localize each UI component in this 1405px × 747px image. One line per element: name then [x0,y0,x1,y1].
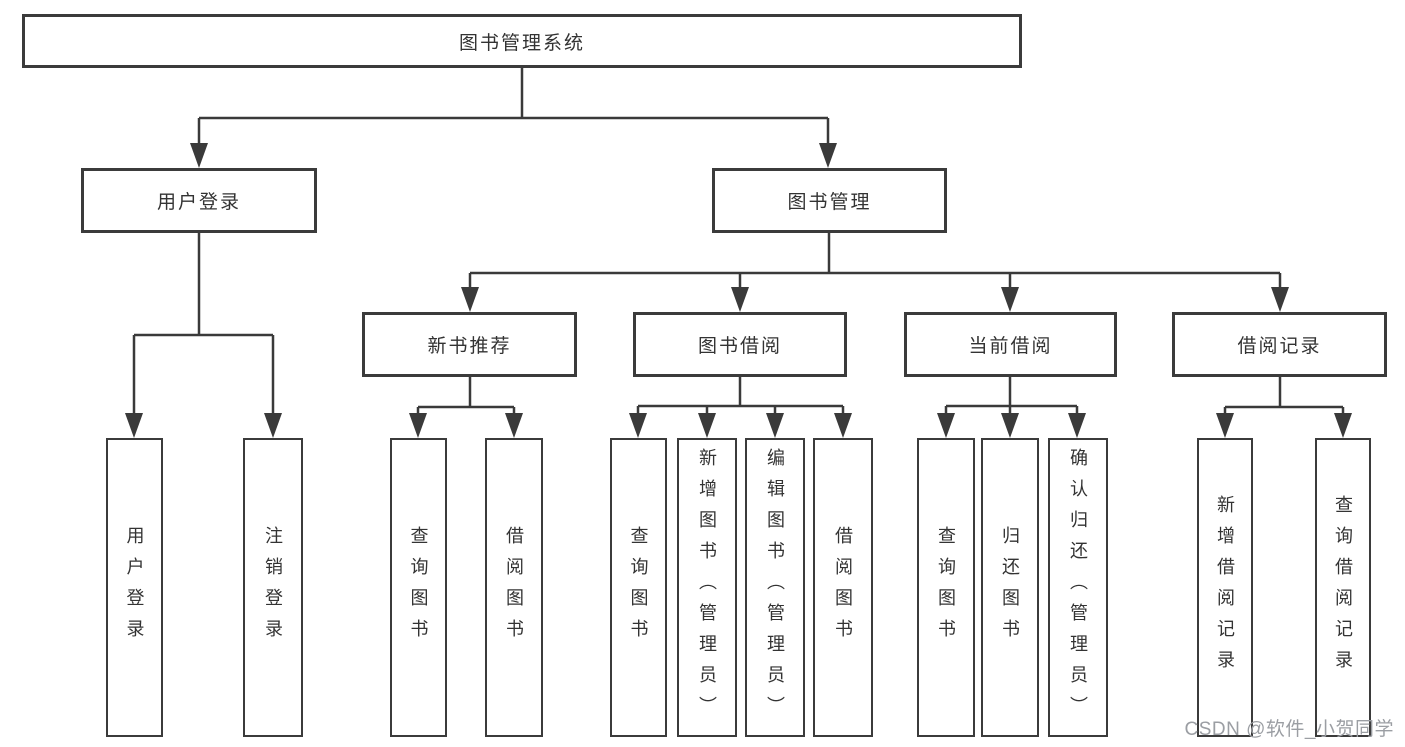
leaf-add-borrow-record: 新增借阅记录 [1197,438,1253,737]
leaf-user-login: 用户登录 [106,438,163,737]
leaf-label: 查询借阅记录 [1333,494,1353,681]
node-current-borrow: 当前借阅 [904,312,1117,377]
leaf-label: 新增图书（管理员） [697,448,717,727]
leaf-label: 借阅图书 [504,525,524,650]
csdn-watermark: CSDN @软件_小贺同学 [1184,719,1394,740]
leaf-label: 注销登录 [263,525,283,650]
leaf-query-borrow-record: 查询借阅记录 [1315,438,1371,737]
leaf-label: 归还图书 [1000,525,1020,650]
node-new-book-recommend: 新书推荐 [362,312,577,377]
leaf-label: 编辑图书（管理员） [765,448,785,727]
leaf-label: 用户登录 [124,525,145,650]
leaf-recommend-query-book: 查询图书 [390,438,447,737]
arrowheads [125,143,1352,438]
leaf-label: 借阅图书 [833,525,853,650]
leaf-label: 新增借阅记录 [1215,494,1235,681]
node-user-login-branch: 用户登录 [81,168,317,233]
node-book-borrow: 图书借阅 [633,312,847,377]
leaf-label: 查询图书 [628,525,649,650]
leaf-recommend-borrow-book: 借阅图书 [485,438,543,737]
leaf-logout: 注销登录 [243,438,303,737]
leaf-label: 查询图书 [936,525,956,650]
leaf-borrow-book: 借阅图书 [813,438,873,737]
leaf-borrow-query-book: 查询图书 [610,438,667,737]
leaf-label: 查询图书 [408,525,429,650]
leaf-return-book: 归还图书 [981,438,1039,737]
leaf-label: 确认归还（管理员） [1068,448,1088,727]
leaf-edit-book-admin: 编辑图书（管理员） [745,438,805,737]
leaf-confirm-return-admin: 确认归还（管理员） [1048,438,1108,737]
node-book-management-branch: 图书管理 [712,168,947,233]
node-borrow-record: 借阅记录 [1172,312,1387,377]
leaf-add-book-admin: 新增图书（管理员） [677,438,737,737]
leaf-current-query-book: 查询图书 [917,438,975,737]
node-root-system: 图书管理系统 [22,14,1022,68]
